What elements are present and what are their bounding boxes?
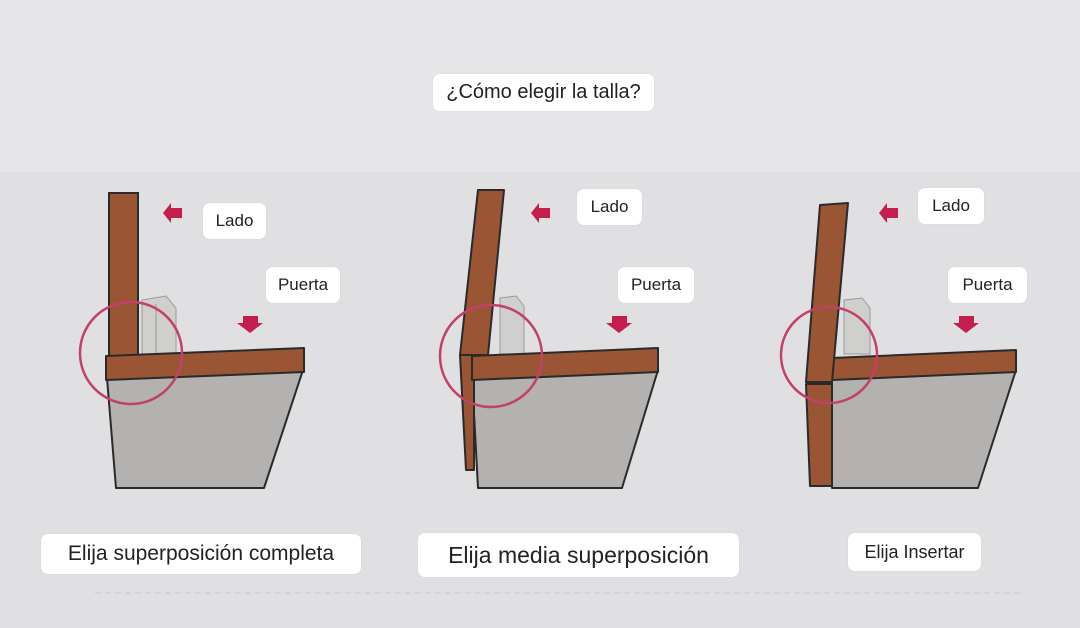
door-label: Puerta [948, 267, 1027, 303]
joint-highlight-circle [78, 300, 184, 406]
arrow-down-icon [606, 316, 632, 333]
cabinet-box [471, 369, 659, 489]
side-panel [805, 202, 849, 383]
door-panel [471, 347, 659, 381]
caption-inset: Elija Insertar [848, 533, 981, 571]
arrow-left-icon [163, 203, 182, 223]
side-panel [459, 189, 505, 356]
arrow-down-icon [237, 316, 263, 333]
cabinet-box [831, 369, 1017, 489]
side-label: Lado [577, 189, 642, 225]
joint-highlight-circle [779, 305, 879, 405]
door-panel [105, 347, 305, 381]
side-label: Lado [203, 203, 266, 239]
arrow-down-icon [953, 316, 979, 333]
panel-full-overlay [78, 192, 305, 489]
arrow-left-icon [531, 203, 550, 223]
caption-full-overlay: Elija superposición completa [41, 534, 361, 574]
door-label: Puerta [266, 267, 340, 303]
side-panel [108, 192, 139, 357]
panel-inset [779, 202, 1017, 489]
side-panel-lower [805, 383, 833, 487]
joint-highlight-circle [438, 303, 544, 409]
cabinet-box [106, 369, 304, 489]
cabinet-back-piece [499, 295, 525, 355]
page-title: ¿Cómo elegir la talla? [433, 74, 654, 111]
arrow-left-icon [879, 203, 898, 223]
door-label: Puerta [618, 267, 694, 303]
dashed-divider [95, 592, 1020, 594]
side-label: Lado [918, 188, 984, 224]
caption-half-overlay: Elija media superposición [418, 533, 739, 577]
side-panel-lower [459, 354, 475, 471]
panel-half-overlay [438, 189, 659, 489]
